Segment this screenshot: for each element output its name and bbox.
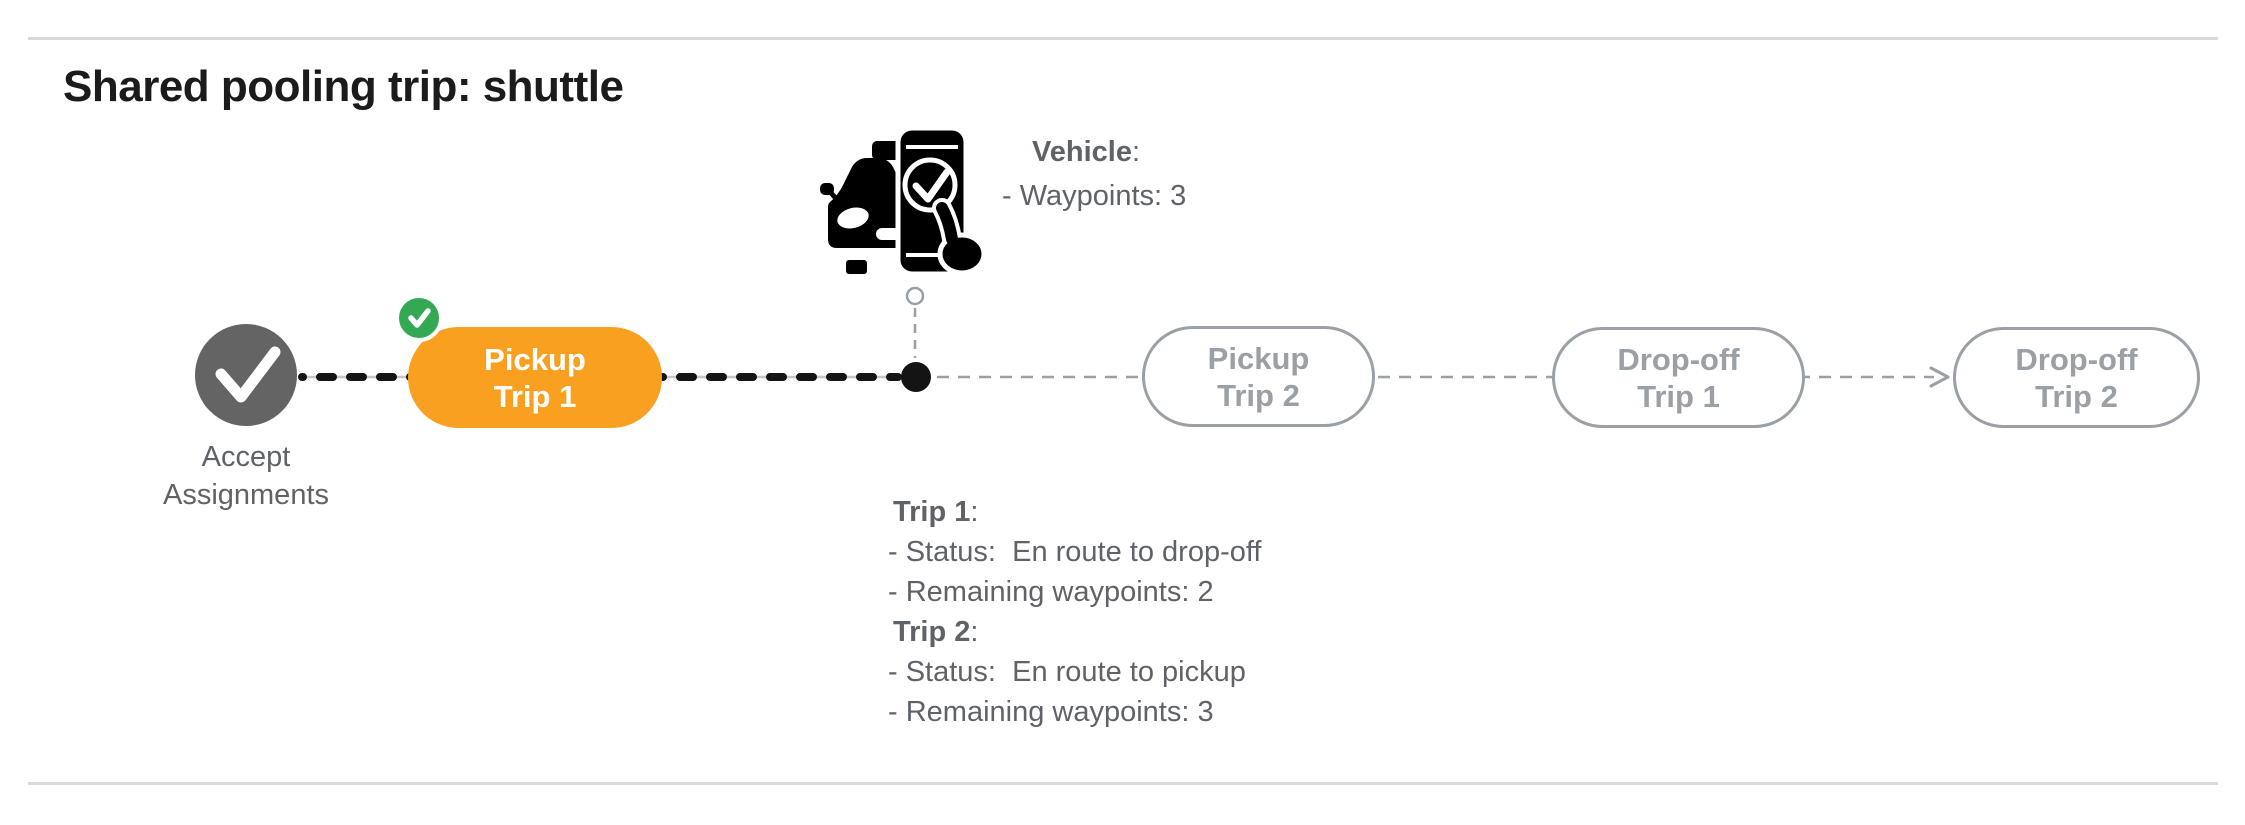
step-pickup-trip-2: Pickup Trip 2 (1142, 326, 1375, 427)
check-icon (408, 308, 431, 328)
trip-status-panel: Trip 1: - Status: En route to drop-off -… (888, 492, 1261, 732)
vehicle-label: Vehicle (1032, 136, 1132, 168)
bottom-divider (28, 782, 2218, 785)
start-node-circle (195, 324, 297, 426)
car-mirror-stem (829, 191, 842, 205)
trip2-heading: Trip 2: (888, 612, 1261, 652)
top-divider (28, 37, 2218, 40)
step-label-line: Pickup (1207, 340, 1310, 376)
trip2-label-colon: : (970, 616, 979, 648)
trip1-label: Trip 1 (893, 496, 971, 528)
start-node (195, 324, 297, 426)
vehicle-label-colon: : (1131, 136, 1141, 168)
vehicle-connector-circle (905, 286, 925, 306)
trip1-remaining-line: - Remaining waypoints: 2 (888, 576, 1214, 608)
completed-badge (395, 294, 443, 342)
screen-check-circle (902, 157, 958, 213)
vehicle-info-panel: Vehicle: - Waypoints: 3 (1002, 130, 1186, 218)
check-icon (215, 346, 281, 403)
step-label-line: Drop-off (2015, 341, 2138, 377)
start-label-line: Accept (201, 441, 291, 473)
vehicle-waypoints-line: - Waypoints: 3 (1002, 180, 1187, 212)
trip1-heading: Trip 1: (888, 492, 1261, 532)
trip1-label-colon: : (970, 496, 979, 528)
current-position-dot (901, 362, 931, 392)
step-dropoff-trip-1: Drop-off Trip 1 (1552, 327, 1805, 428)
screen-check-icon (912, 168, 951, 203)
trip1-status-line: - Status: En route to drop-off (888, 536, 1262, 568)
vehicle-info-heading: Vehicle: (1002, 130, 1186, 174)
step-label-line: Drop-off (1617, 341, 1740, 377)
start-node-label: Accept Assignments (86, 438, 406, 514)
arrowhead-icon (1929, 366, 1950, 388)
step-label-line: Trip 2 (1217, 377, 1300, 413)
trip2-remaining-line: - Remaining waypoints: 3 (888, 696, 1214, 728)
step-label-line: Trip 2 (2035, 378, 2118, 414)
car-roof-pod (872, 141, 900, 160)
car-window (837, 207, 869, 229)
finger (936, 202, 958, 245)
step-label-line: Trip 1 (493, 378, 577, 414)
robotaxi-phone-check-icon (820, 125, 987, 277)
step-label-line: Trip 1 (1637, 378, 1720, 414)
car-wheel-foot (846, 260, 867, 274)
page-title: Shared pooling trip: shuttle (63, 62, 624, 111)
trip2-label: Trip 2 (893, 616, 971, 648)
step-dropoff-trip-2: Drop-off Trip 2 (1953, 327, 2200, 428)
trip2-status-line: - Status: En route to pickup (888, 656, 1246, 688)
step-pickup-trip-1: Pickup Trip 1 (408, 327, 662, 428)
step-label-line: Pickup (484, 341, 586, 377)
start-label-line: Assignments (162, 479, 329, 511)
